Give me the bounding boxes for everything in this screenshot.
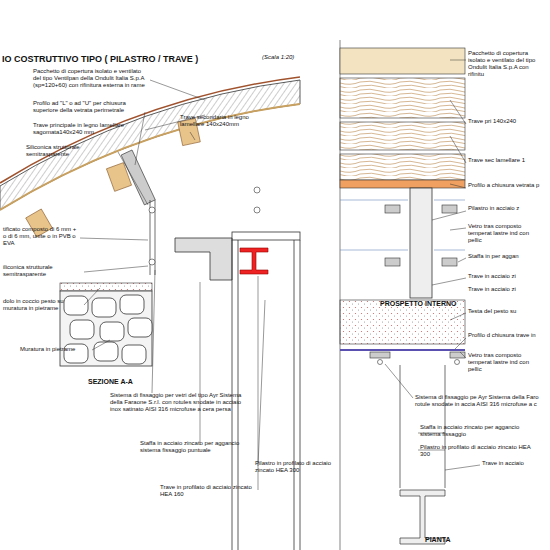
view-heading: SEZIONE A-A [88,378,148,386]
point-fixings [149,187,260,265]
callout-label: Vetro tras composto temperat lastre ind … [468,223,540,244]
callout-label: Trave principale in legno lamellare sago… [33,122,145,136]
callout-label: (Scala 1:20) [262,54,322,61]
callout-label: Trave in acciaio zi [468,273,540,280]
hea160-beam [240,248,268,274]
view-heading: PROSPETTO INTERNO [380,300,460,308]
callout-label: Staffa in acciaio zincato per aggancio s… [420,424,538,438]
leader-lines [385,60,480,470]
stone [92,298,116,317]
view-heading: PIANTA [425,536,485,544]
callout-label: Vetro tras composto temperat lastre ind … [468,352,540,373]
callout-label: Profilo ad "L" o ad "U" per chiusura sup… [33,100,145,114]
callout-label: Testa del pesto su [468,308,540,315]
stone [64,296,88,315]
callout-label: Profilo a chiusura vetrata p [468,182,540,189]
callout-label: Trave in acciaio zi [468,286,540,293]
stones [64,295,152,364]
plan-fixings [370,352,465,365]
callout-label: Trave pri 140x240 [468,118,540,125]
callout-label: Staffa in acciaio zincato per aggancio s… [140,440,252,454]
callout-label: Muratura in pietrame [20,346,92,353]
callout-label: Sistema di fissaggio pe Ayr Sistema dell… [415,394,540,408]
stone [70,320,94,339]
sheet-title: IO COSTRUTTIVO TIPO ( PILASTRO / TRAVE ) [2,54,198,64]
stone [100,322,124,341]
stone-wall [60,291,152,366]
callout-label: Pilastro in profilato di acciaio zincato… [255,460,337,474]
callout-label: Siliconica strutturale semitrasparente [26,144,118,158]
callout-label: iliconica strutturale semitrasparente [3,264,83,278]
closing-profile [340,180,465,188]
callout-label: Profilo d chiusura trave in [468,332,540,339]
plan-profile [340,349,465,351]
callout-label: Staffa in per aggan [468,253,540,260]
callout-label: Pilastro in profilato di acciaio zincato… [420,444,538,458]
stone [122,345,146,364]
leader-lines [80,80,265,490]
callout-label: Pilastro in acciaio z [468,205,540,212]
callout-label: Sistema di fissaggio per vetri del tipo … [110,392,250,413]
callout-label: Trave sec lamellare 1 [468,157,540,164]
callout-label: Pacchetto di copertura isolato e ventila… [33,68,148,89]
fixing-plates [385,205,457,266]
top-profile [121,150,155,205]
coccio-pesto-head [340,300,465,344]
secondary-beams [26,118,201,237]
stone [120,295,144,314]
glass-pane [150,200,155,275]
secondary-beam [340,122,465,150]
coccio-pesto-curb [60,283,152,291]
roof-package [0,80,300,210]
steel-bracket [175,238,232,280]
steel-column [410,188,432,298]
callout-label: dolo in coccio pesto su muratura in piet… [3,298,83,312]
roof-layer [340,48,465,74]
callout-label: Pacchetto di copertura isolato e ventila… [468,50,540,78]
stone [94,342,118,361]
callout-label: Trave in acciaio [482,460,538,467]
callout-label: Trave in profilato di acciaio zincato HE… [160,484,260,498]
glass-panels [340,200,465,250]
main-beam [340,78,465,118]
callout-label: tificato composto di 6 mm + o di 6 mm, u… [3,226,79,247]
copper-finish [0,77,300,183]
stone [128,318,152,337]
hea300-column [232,232,300,550]
timber-layer [340,154,465,180]
timber-layer [0,104,300,210]
callout-label: Trave secondaria in legno lamellare 140x… [180,114,252,128]
